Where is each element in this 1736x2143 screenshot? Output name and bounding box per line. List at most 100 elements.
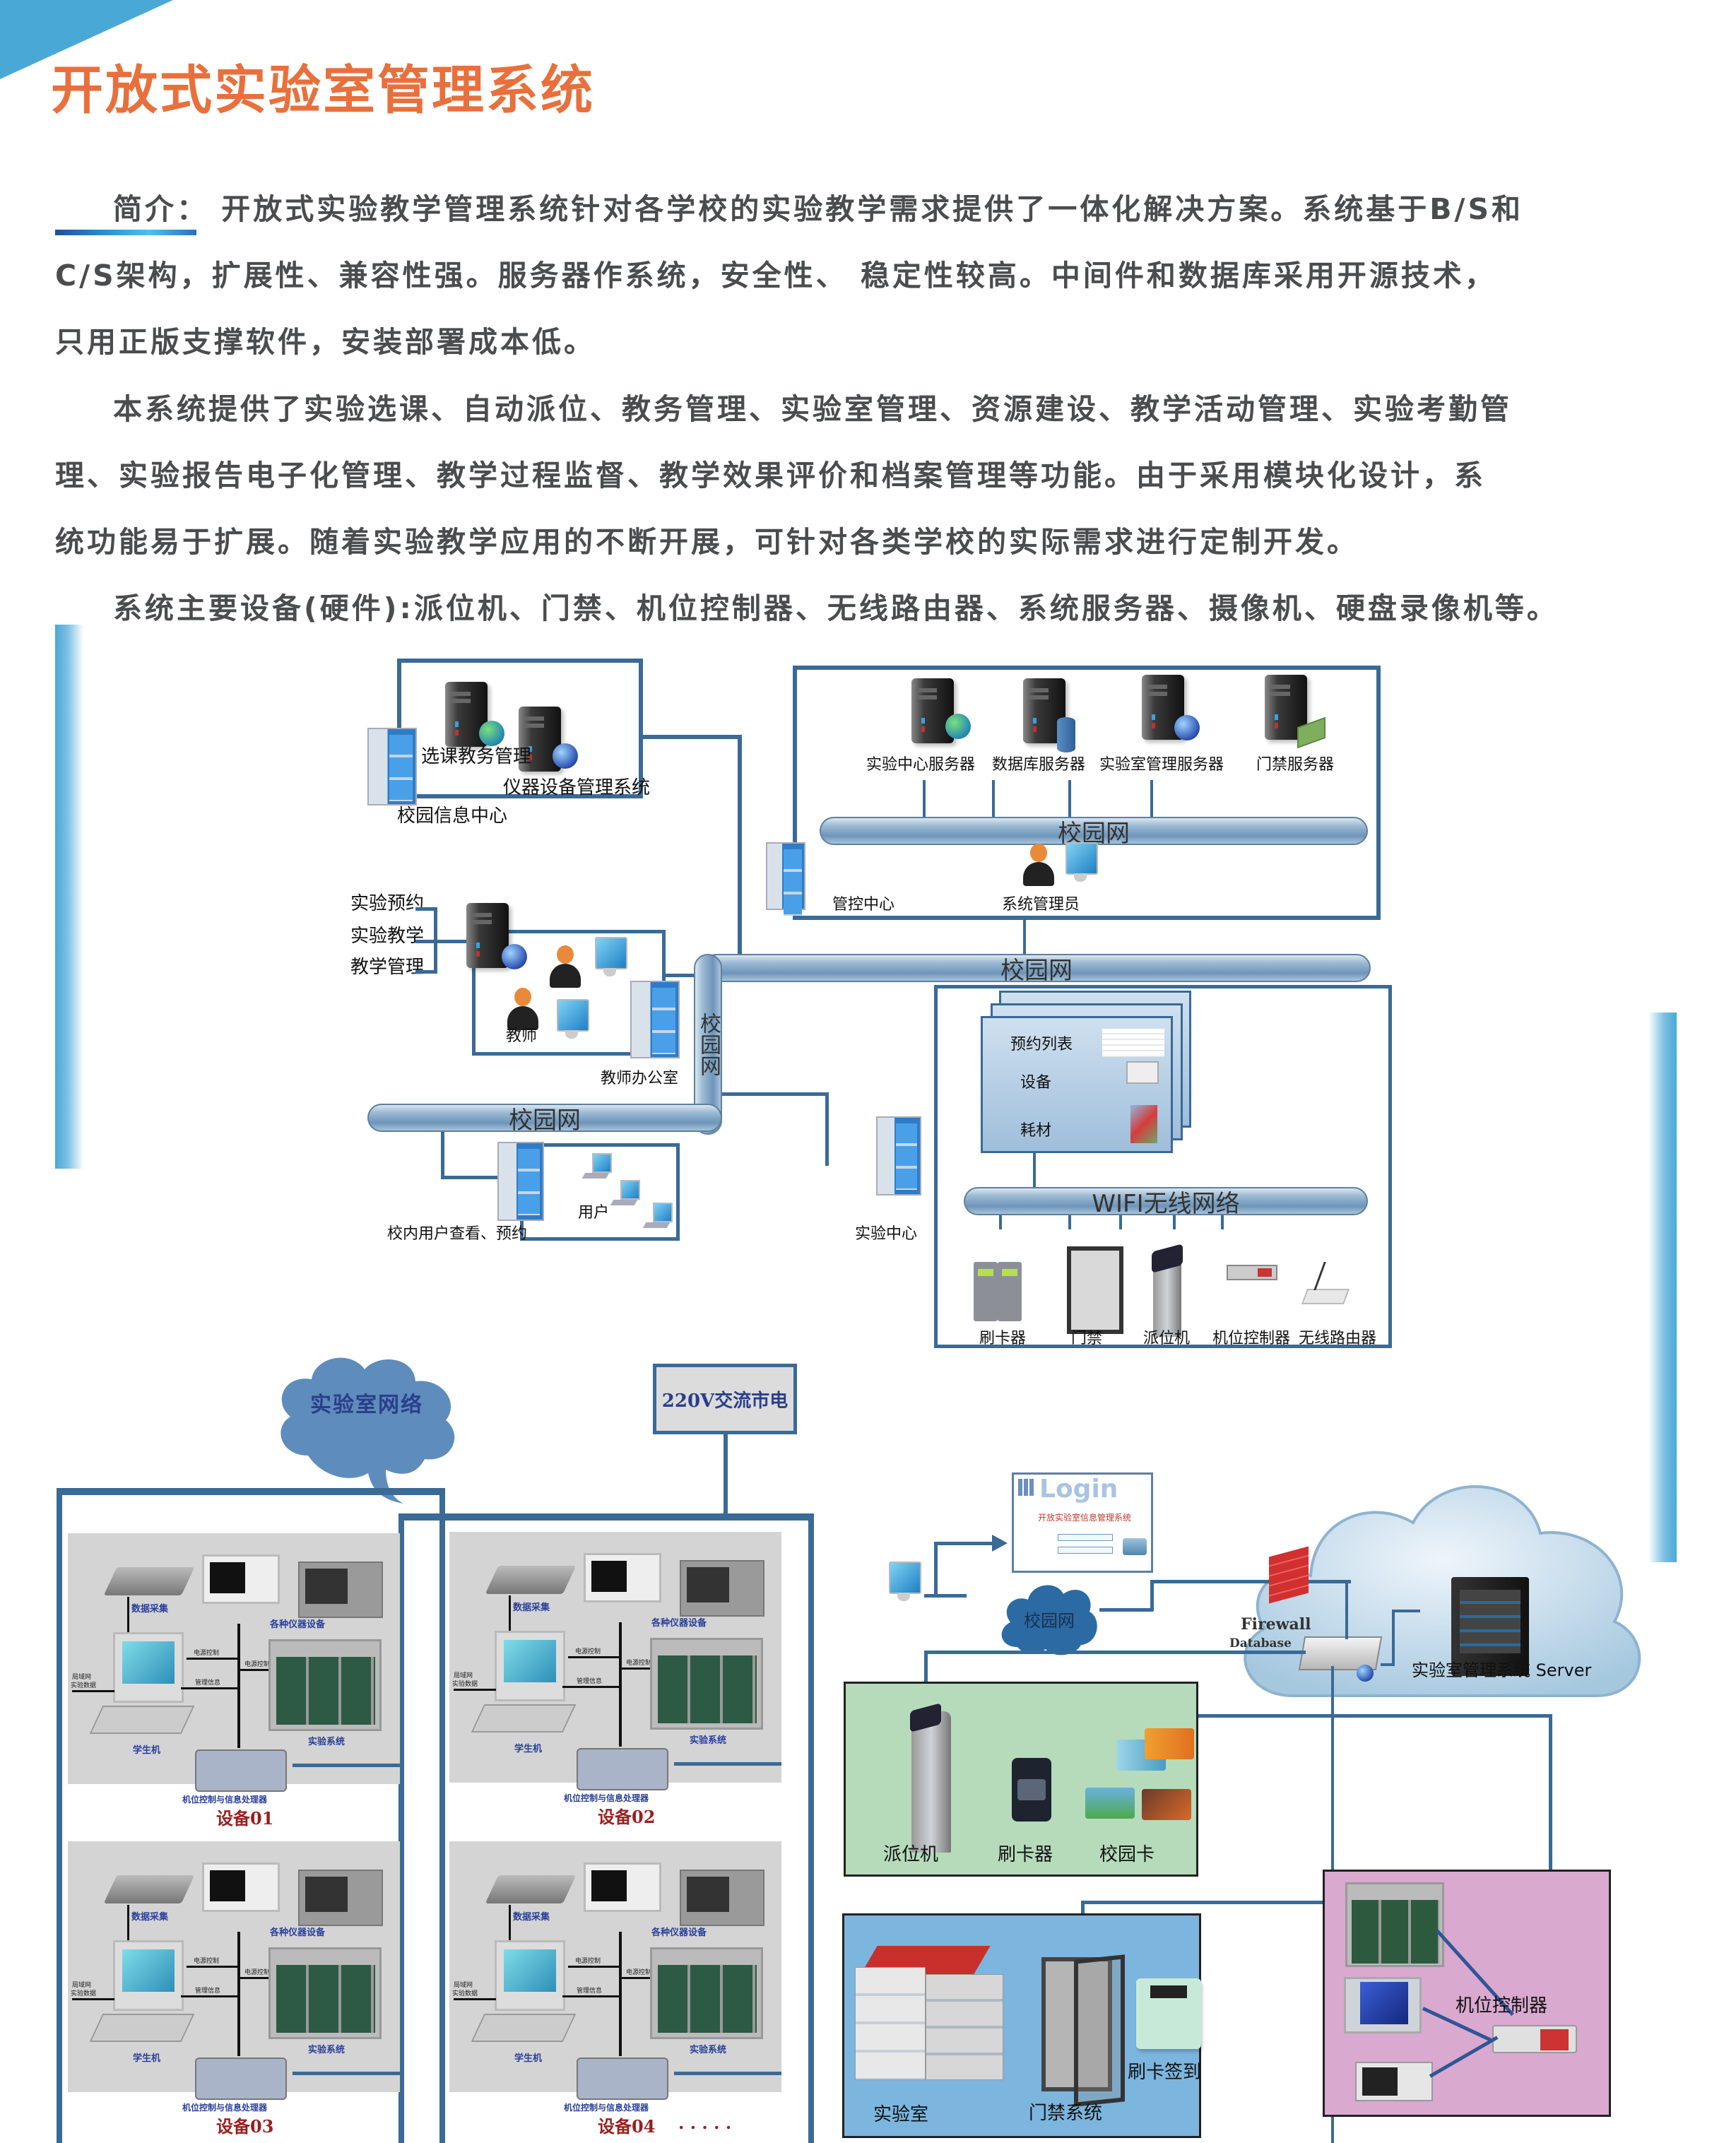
- keyboard-icon: [471, 1704, 577, 1732]
- station-label: 电源控制: [575, 1648, 601, 1655]
- data-acquisition-icon: [103, 1875, 195, 1903]
- wifi-device-label: 无线路由器: [1299, 1330, 1377, 1347]
- station-label: 管理信息: [577, 1988, 603, 1995]
- user-pc-icon: [612, 1180, 640, 1208]
- station-label: 各种仪器设备: [651, 1927, 707, 1938]
- connector-line: [1392, 1610, 1395, 1666]
- connector-line: [293, 2072, 400, 2075]
- right-accent-bar: [1648, 1013, 1677, 1562]
- seat-controller-icon: [195, 1749, 287, 1792]
- student-pc-icon: [495, 1940, 565, 2011]
- campus-card-icon: [1085, 1788, 1135, 1819]
- spectrum-analyzer-icon: [298, 1562, 383, 1618]
- bus-arrow-icon: [619, 1932, 622, 2056]
- experiment-system-icon: [268, 1947, 382, 2039]
- lab-station-panel: 数据采集 各种仪器设备 局域网 实验数据 学生机 电源控制 电源控制 管理信息 …: [68, 1533, 400, 1829]
- station-label: 局域网: [72, 1982, 92, 1989]
- connector-line: [1068, 1215, 1071, 1229]
- oscilloscope-icon: [202, 1862, 280, 1912]
- client-pc-icon: [886, 1562, 926, 1611]
- teacher-person-icon: [550, 945, 581, 988]
- panel-label: 刷卡器: [998, 1844, 1053, 1865]
- server-label: 门禁服务器: [1256, 756, 1335, 774]
- connector-line: [924, 1594, 967, 1598]
- campus-card-icon: [1145, 1728, 1194, 1759]
- lab-center-label: 实验中心: [855, 1225, 918, 1243]
- arrow-icon: [568, 1966, 619, 1968]
- panel-label: 校园卡: [1099, 1844, 1155, 1865]
- user-label: 用户: [578, 1204, 610, 1222]
- power-distribution-line: [808, 1513, 814, 2143]
- teacher-label: 教师: [506, 1027, 538, 1045]
- intro-line-3: 只用正版支撑软件，安装部署成本低。: [55, 325, 596, 359]
- campus-network-lower-pipe: 校园网: [367, 1104, 722, 1135]
- lab-management-server-rack-icon: [1451, 1577, 1529, 1676]
- bus-arrow-icon: [237, 1624, 240, 1748]
- campus-info-center-label: 校园信息中心: [397, 805, 508, 827]
- keyboard-icon: [89, 1706, 195, 1734]
- bus-arrow-icon: [619, 1622, 622, 1747]
- oscilloscope-icon: [584, 1553, 661, 1602]
- panel-label: 机位控制器: [1455, 1995, 1548, 2017]
- connector-line: [434, 907, 437, 974]
- station-label: 管理信息: [577, 1678, 603, 1685]
- connector-line: [923, 780, 926, 818]
- connector-line: [825, 1092, 829, 1166]
- lab-station-panel: 数据采集 各种仪器设备 局域网 实验数据 学生机 电源控制 电源控制 管理信息 …: [68, 1841, 400, 2137]
- seat-controller-icon: [1492, 2025, 1577, 2053]
- station-label: 电源控制: [244, 1969, 271, 1976]
- arrow-icon: [127, 1905, 129, 1942]
- oscilloscope-icon: [202, 1554, 280, 1604]
- arrow-right-icon: [992, 1535, 1008, 1552]
- station-label: 机位控制与信息处理器: [564, 1793, 649, 1803]
- station-label: 学生机: [133, 1745, 161, 1756]
- station-label: 实验系统: [690, 1735, 727, 1746]
- spectrum-analyzer-icon: [680, 1560, 764, 1617]
- connector-line: [674, 1762, 781, 1766]
- database-server-icon: [1298, 1636, 1383, 1670]
- panel-label: 派位机: [883, 1844, 939, 1865]
- connector-line: [962, 1714, 1550, 1718]
- connector-line: [415, 940, 466, 943]
- admin-person-icon: [1023, 844, 1054, 886]
- seat-controller-icon: [195, 2058, 287, 2100]
- device-number-label: 设备01: [216, 1808, 274, 1829]
- arrow-icon: [72, 1998, 114, 2000]
- experiment-kit-icon: [1345, 1882, 1444, 1967]
- lab-center-box: [934, 985, 1392, 1348]
- arrow-icon: [237, 1669, 297, 1671]
- seat-assign-kiosk-icon: [1153, 1252, 1181, 1337]
- arrow-icon: [72, 1690, 114, 1692]
- wifi-device-label: 门禁: [1071, 1330, 1103, 1347]
- arrow-icon: [454, 1998, 496, 2000]
- lab-network-cloud-icon: [281, 1357, 455, 1504]
- station-label: 实验系统: [308, 1737, 346, 1747]
- system-admin-label: 系统管理员: [1002, 896, 1080, 914]
- spectrum-analyzer-icon: [680, 1870, 764, 1926]
- arrow-icon: [181, 1687, 237, 1689]
- power-line: [724, 1434, 728, 1513]
- station-label: 学生机: [133, 2053, 161, 2064]
- keyboard-icon: [89, 2014, 195, 2042]
- connector-line: [1023, 920, 1026, 954]
- station-label: 各种仪器设备: [270, 1927, 326, 1938]
- data-acquisition-icon: [103, 1567, 195, 1595]
- function-label: 实验教学: [350, 926, 425, 947]
- arrow-icon: [454, 1689, 496, 1691]
- more-devices-ellipsis: . . . . .: [678, 2113, 732, 2133]
- connector-line: [934, 1542, 995, 1545]
- station-label: 电源控制: [194, 1650, 220, 1657]
- panel-label: 实验室: [873, 2104, 929, 2125]
- seat-assign-kiosk-icon: [911, 1711, 951, 1853]
- station-label: 管理信息: [195, 1679, 221, 1687]
- campus-network-main-pipe: 校园网: [702, 954, 1371, 985]
- station-label: 电源控制: [194, 1958, 220, 1965]
- lab-center-building-icon: [876, 1116, 921, 1196]
- access-door-icon: [1067, 1246, 1123, 1334]
- left-accent-bar: [55, 625, 83, 1169]
- station-label: 电源控制: [626, 1660, 652, 1667]
- card-reader-icon: [1012, 1758, 1051, 1822]
- station-label: 电源控制: [244, 1661, 271, 1668]
- function-label: 教学管理: [350, 957, 425, 978]
- arrow-icon: [187, 1658, 237, 1660]
